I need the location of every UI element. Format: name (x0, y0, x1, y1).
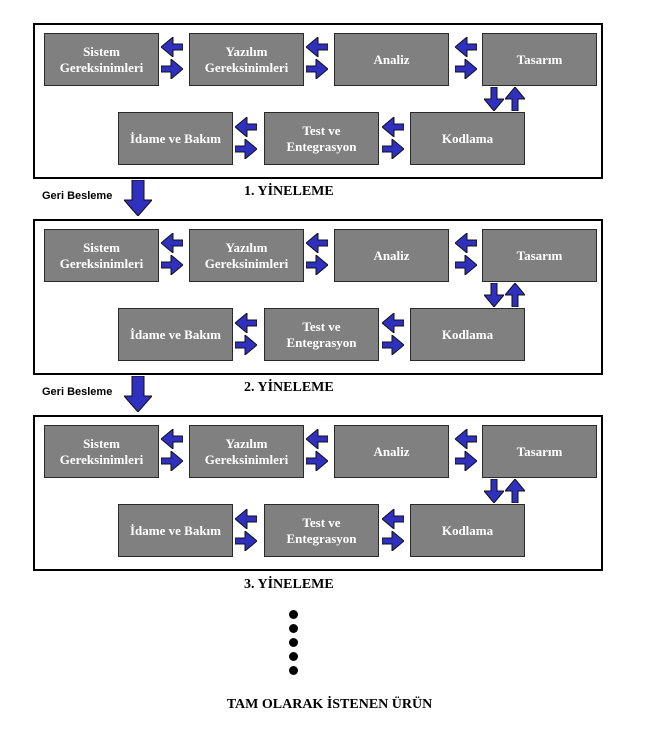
arrow-left-icon (306, 37, 328, 57)
idame-ve-bakim-box-1: İdame ve Bakım (118, 112, 233, 165)
test-ve-entegrasyon-box-3: Test ve Entegrasyon (264, 504, 379, 557)
iteration-3-label: 3. YİNELEME (244, 577, 334, 592)
idame-ve-bakim-box-3: İdame ve Bakım (118, 504, 233, 557)
continuation-dot (289, 610, 298, 619)
arrow-right-icon (235, 139, 257, 159)
arrow-right-icon (161, 255, 183, 275)
arrow-right-icon (235, 531, 257, 551)
test-ve-entegrasyon-box-2: Test ve Entegrasyon (264, 308, 379, 361)
idame-ve-bakim-box-2: İdame ve Bakım (118, 308, 233, 361)
iteration-1-label: 1. YİNELEME (244, 184, 334, 199)
tasarim-box-3: Tasarım (482, 425, 597, 478)
arrow-right-icon (161, 451, 183, 471)
arrow-left-icon (382, 117, 404, 137)
arrow-right-icon (235, 335, 257, 355)
arrow-left-icon (161, 233, 183, 253)
arrow-up-icon (505, 87, 525, 111)
arrow-right-icon (455, 59, 477, 79)
test-ve-entegrasyon-box-1: Test ve Entegrasyon (264, 112, 379, 165)
arrow-right-icon (306, 255, 328, 275)
final-product-label: TAM OLARAK İSTENEN ÜRÜN (226, 697, 433, 712)
yazilim-gereksinimleri-box-3: Yazılım Gereksinimleri (189, 425, 304, 478)
arrow-left-icon (161, 429, 183, 449)
yazilim-gereksinimleri-box-1: Yazılım Gereksinimleri (189, 33, 304, 86)
arrow-left-icon (306, 429, 328, 449)
arrow-left-icon (455, 233, 477, 253)
arrow-right-icon (161, 59, 183, 79)
continuation-dot (289, 638, 298, 647)
tasarim-box-2: Tasarım (482, 229, 597, 282)
feedback-down-arrow-icon (124, 180, 152, 216)
arrow-up-icon (505, 283, 525, 307)
arrow-down-icon (484, 283, 504, 307)
arrow-left-icon (455, 37, 477, 57)
tasarim-box-1: Tasarım (482, 33, 597, 86)
arrow-right-icon (455, 255, 477, 275)
arrow-down-icon (484, 479, 504, 503)
iteration-1-frame (33, 23, 603, 179)
iteration-2-label: 2. YİNELEME (244, 380, 334, 395)
feedback-down-arrow-icon (124, 376, 152, 412)
continuation-dot (289, 624, 298, 633)
arrow-left-icon (235, 509, 257, 529)
arrow-right-icon (455, 451, 477, 471)
arrow-up-icon (505, 479, 525, 503)
feedback-label-1: Geri Besleme (42, 190, 113, 202)
continuation-dot (289, 666, 298, 675)
iteration-2-frame (33, 219, 603, 375)
feedback-label-2: Geri Besleme (42, 386, 113, 398)
kodlama-box-2: Kodlama (410, 308, 525, 361)
arrow-right-icon (306, 59, 328, 79)
continuation-dot (289, 652, 298, 661)
kodlama-box-1: Kodlama (410, 112, 525, 165)
arrow-down-icon (484, 87, 504, 111)
analiz-box-1: Analiz (334, 33, 449, 86)
sistem-gereksinimleri-box-2: Sistem Gereksinimleri (44, 229, 159, 282)
analiz-box-3: Analiz (334, 425, 449, 478)
arrow-left-icon (235, 313, 257, 333)
arrow-left-icon (235, 117, 257, 137)
iteration-3-frame (33, 415, 603, 571)
arrow-right-icon (382, 335, 404, 355)
arrow-left-icon (161, 37, 183, 57)
kodlama-box-3: Kodlama (410, 504, 525, 557)
arrow-left-icon (306, 233, 328, 253)
arrow-right-icon (382, 531, 404, 551)
arrow-left-icon (382, 509, 404, 529)
arrow-right-icon (306, 451, 328, 471)
analiz-box-2: Analiz (334, 229, 449, 282)
sistem-gereksinimleri-box-1: Sistem Gereksinimleri (44, 33, 159, 86)
arrow-left-icon (382, 313, 404, 333)
arrow-right-icon (382, 139, 404, 159)
yazilim-gereksinimleri-box-2: Yazılım Gereksinimleri (189, 229, 304, 282)
sistem-gereksinimleri-box-3: Sistem Gereksinimleri (44, 425, 159, 478)
arrow-left-icon (455, 429, 477, 449)
